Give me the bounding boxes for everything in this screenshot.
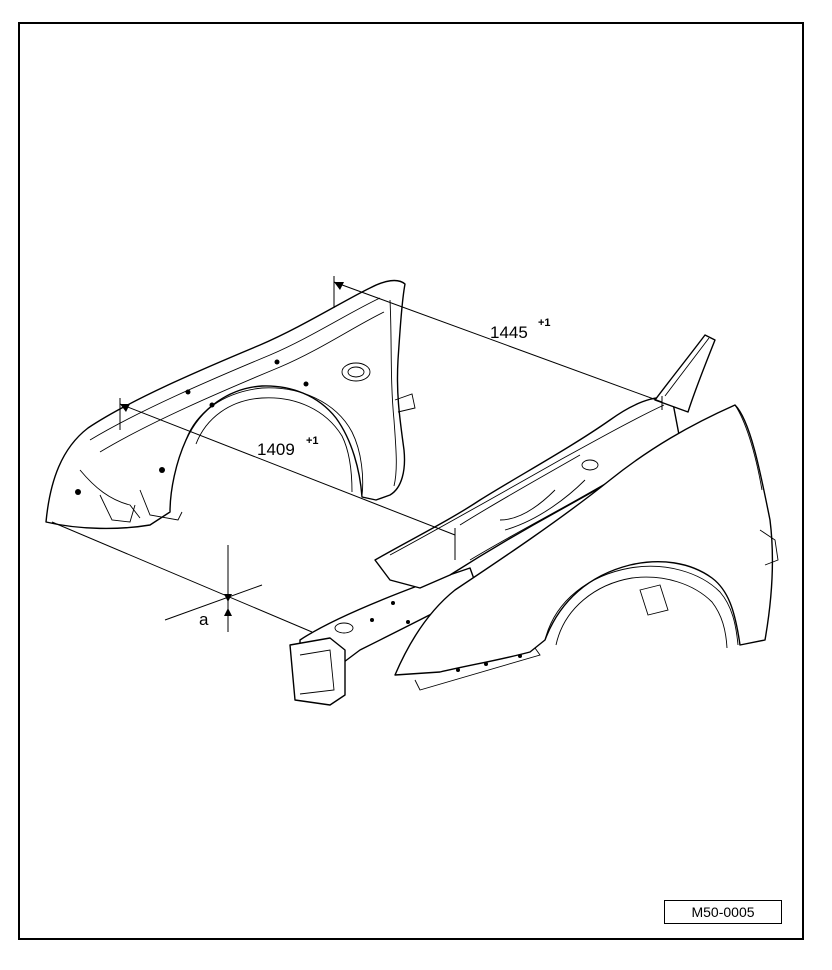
reference-code-box: M50-0005 [664,900,782,924]
dimension-lower-tolerance: +1 [306,435,319,447]
vehicle-body [289,334,779,706]
dimension-upper [333,276,663,410]
dimension-offset-label: a [199,610,209,629]
dimension-lower-value: 1409 [257,440,295,459]
dimension-lower [119,398,456,560]
left-fender [45,279,416,530]
dimension-upper-value: 1445 [490,323,528,342]
dimension-upper-tolerance: +1 [538,317,551,329]
reference-code: M50-0005 [691,904,755,920]
dimension-offset [51,521,313,633]
